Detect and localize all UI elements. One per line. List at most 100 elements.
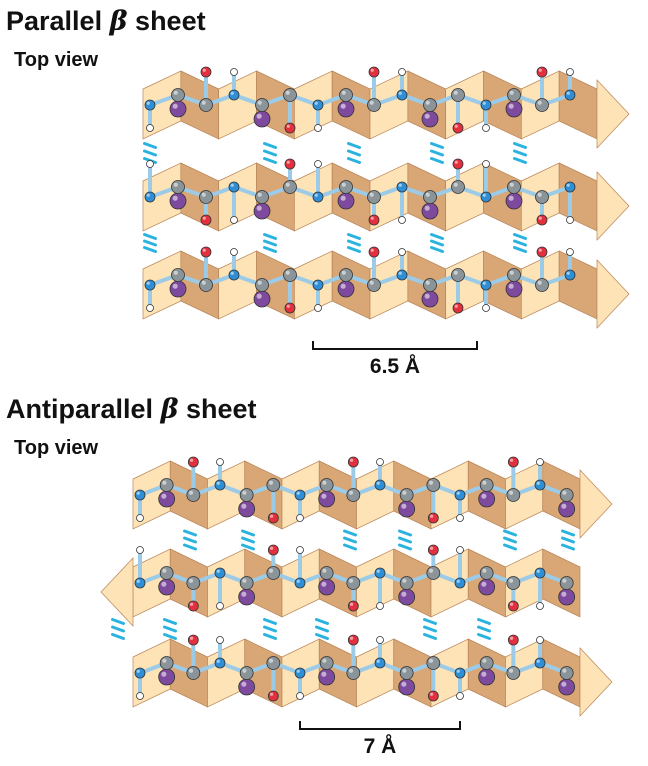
alpha-carbon-atom [171,88,185,102]
oxygen-atom-highlight [429,514,434,518]
carbonyl-carbon-atom [266,478,281,492]
hydrogen-atom [216,458,224,466]
side-chain-atom-highlight [481,671,487,677]
alpha-carbon-atom-highlight [341,182,346,187]
hydrogen-atom-highlight [537,637,540,640]
carbonyl-carbon-atom-highlight [369,192,374,197]
nitrogen-atom [480,191,492,203]
carbonyl-carbon-atom-highlight [428,658,434,663]
strand-arrowhead [596,79,630,149]
nitrogen-atom-highlight [296,491,300,495]
hydrogen-atom [146,304,154,312]
carbonyl-carbon-atom [283,180,297,194]
carbonyl-carbon-atom-highlight [285,270,290,275]
hydrogen-bond [163,633,177,640]
alpha-carbon-atom [255,190,269,204]
nitrogen-atom-highlight [376,481,380,485]
side-chain-atom-highlight [340,283,346,289]
alpha-carbon-atom-highlight [341,90,346,95]
carbonyl-carbon-atom-highlight [201,100,206,105]
hydrogen-bond [263,157,277,164]
alpha-carbon-atom [507,268,521,282]
oxygen-atom [284,158,296,170]
alpha-carbon-atom-highlight [425,280,430,285]
nitrogen-atom-highlight [482,101,486,105]
side-chain-atom [398,678,416,696]
nitrogen-atom-highlight [456,669,460,673]
side-chain-atom [478,490,496,508]
hydrogen-atom [314,160,322,168]
side-chain-atom [558,500,576,518]
alpha-carbon-atom-highlight [162,658,167,663]
side-chain-atom-highlight [321,581,327,587]
nitrogen-atom-highlight [566,91,570,95]
hydrogen-atom [456,692,464,700]
hydrogen-atom-highlight [377,637,380,640]
nitrogen-atom [374,657,386,669]
alpha-carbon-atom [423,278,437,292]
oxygen-atom [427,512,439,524]
side-chain-atom [337,192,355,210]
side-chain-atom-highlight [481,581,487,587]
sheet-panel [218,250,257,320]
side-chain-atom-highlight [256,205,262,211]
side-chain-atom [158,668,176,686]
alpha-carbon-atom [559,576,574,590]
hydrogen-atom-highlight [137,515,140,518]
alpha-carbon-atom-highlight [162,480,167,485]
oxygen-atom-highlight [370,216,374,220]
oxygen-atom-highlight [349,458,354,462]
carbonyl-carbon-atom [426,566,441,580]
hydrogen-atom [376,636,384,644]
nitrogen-atom [564,89,576,101]
hydrogen-atom [456,546,464,554]
nitrogen-atom [480,279,492,291]
oxygen-atom [347,600,359,612]
alpha-carbon-atom [255,278,269,292]
oxygen-atom [347,634,359,646]
hydrogen-atom-highlight [483,161,486,164]
hydrogen-atom-highlight [297,515,300,518]
carbonyl-carbon-atom [199,190,213,204]
carbonyl-carbon-atom-highlight [453,270,458,275]
alpha-carbon-atom [423,190,437,204]
oxygen-atom-highlight [509,458,514,462]
side-chain-atom-highlight [256,293,262,299]
nitrogen-atom-highlight [376,569,380,573]
oxygen-atom-highlight [286,160,290,164]
side-chain-atom [505,100,523,118]
oxygen-atom-highlight [538,216,542,220]
hydrogen-bond [430,233,444,240]
hydrogen-bond [347,142,361,149]
side-chain-atom [421,202,439,220]
sheet-ribbons [100,70,630,717]
nitrogen-atom-highlight [456,579,460,583]
nitrogen-atom [214,479,226,491]
nitrogen-atom [214,657,226,669]
oxygen-atom [284,302,296,314]
nitrogen-atom-highlight [536,569,540,573]
hydrogen-atom-highlight [147,125,150,128]
hydrogen-bond [143,149,157,157]
side-chain-atom-highlight [161,581,167,587]
hydrogen-bond [315,633,329,640]
hydrogen-bond [561,543,575,551]
hydrogen-bond [398,543,412,551]
side-chain-atom-highlight [340,103,346,109]
side-chain-atom [558,678,576,696]
oxygen-atom-highlight [202,216,206,220]
alpha-carbon-atom [239,666,254,680]
oxygen-atom-highlight [454,160,458,164]
side-chain-atom [238,678,256,696]
side-chain-atom-highlight [241,681,247,687]
oxygen-atom [452,122,464,134]
side-chain-atom [318,578,336,596]
parallel-spacing-bracket [312,341,478,350]
side-chain-atom [337,280,355,298]
nitrogen-atom [312,191,324,203]
nitrogen-atom [454,577,466,589]
alpha-carbon-atom-highlight [242,490,247,495]
carbonyl-carbon-atom [266,656,281,670]
hydrogen-atom-highlight [137,547,140,550]
alpha-carbon-atom-highlight [257,100,262,105]
